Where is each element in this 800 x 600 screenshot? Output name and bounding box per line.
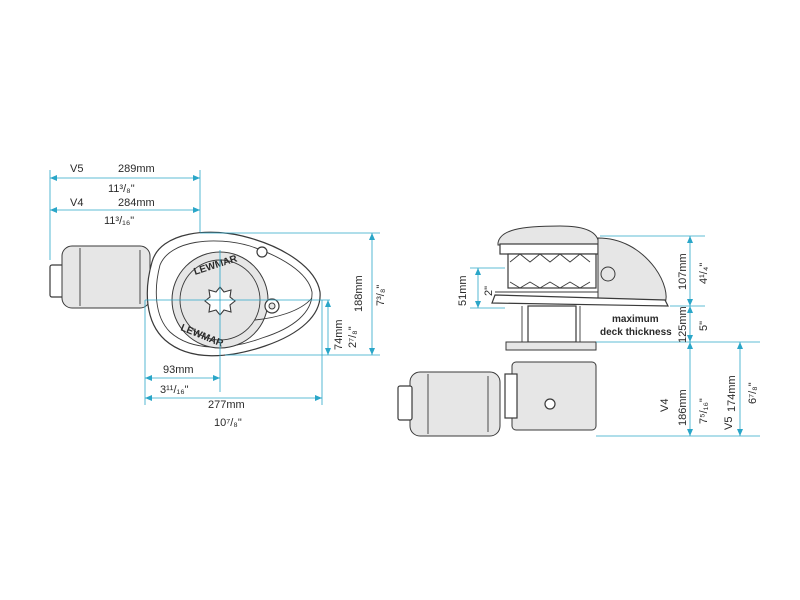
gypsy-teeth xyxy=(509,253,591,289)
center-bottom-imperial: 2⁷/₈" xyxy=(347,326,359,348)
top-view: LEWMAR LEWMAR xyxy=(49,231,321,357)
dim-deck-thickness: 125mm 5" maximum deck thickness xyxy=(596,306,710,343)
top-housing-rim xyxy=(155,240,313,348)
v5-imperial: 11³/₈" xyxy=(108,183,135,195)
dim-v5-width: V5 289mm 11³/₈" xyxy=(49,163,201,260)
dim-overall-length: 277mm 10⁷/₈" xyxy=(145,300,323,429)
side-head xyxy=(499,243,599,255)
deck-thickness-label-1: maximum xyxy=(612,314,659,325)
side-gypsy xyxy=(507,253,597,289)
dim-center-to-left: 93mm 3¹¹/₁₆" xyxy=(144,300,220,405)
drum-height-metric: 51mm xyxy=(457,275,469,306)
v5-below-model: V5 xyxy=(723,417,735,430)
dim-v4-below: V4 186mm 7⁵/₁₆" xyxy=(596,342,710,437)
height-imperial: 7³/₈" xyxy=(375,285,387,306)
v5-model-label: V5 xyxy=(70,163,83,175)
side-stripper-knob xyxy=(600,266,616,282)
deck-thickness-label-2: deck thickness xyxy=(600,327,672,338)
v5-below-imperial: 6⁷/₈" xyxy=(747,382,759,404)
side-base-plate xyxy=(491,294,669,307)
gearbox-flange xyxy=(504,373,518,419)
dim-v4-width: V4 284mm 11³/₁₆" xyxy=(50,197,200,227)
deck-thickness-imperial: 5" xyxy=(698,321,710,331)
pivot-hole-top xyxy=(256,246,268,258)
v4-below-metric: 186mm xyxy=(677,389,689,426)
v4-metric: 284mm xyxy=(118,197,155,209)
chain-pipe-shape xyxy=(254,297,313,321)
above-deck-imperial: 4¹/₄" xyxy=(698,263,710,284)
center-left-imperial: 3¹¹/₁₆" xyxy=(160,384,189,396)
v5-below-metric: 174mm xyxy=(726,375,738,412)
v5-metric: 289mm xyxy=(118,163,155,175)
gearbox-bolt xyxy=(544,398,556,410)
dim-above-deck: 107mm 4¹/₄" xyxy=(600,235,710,307)
side-cover xyxy=(497,225,599,246)
dim-v5-below: V5 174mm 6⁷/₈" xyxy=(705,341,760,437)
center-left-metric: 93mm xyxy=(163,364,194,376)
top-motor xyxy=(49,245,151,309)
deck-thickness-metric: 125mm xyxy=(677,306,689,343)
side-shaft-housing xyxy=(527,305,577,343)
height-metric: 188mm xyxy=(353,275,365,312)
v4-model-label: V4 xyxy=(70,197,83,209)
drum-height-imperial: 2" xyxy=(483,286,495,296)
above-deck-metric: 107mm xyxy=(677,253,689,290)
v4-below-imperial: 7⁵/₁₆" xyxy=(698,398,710,424)
side-view xyxy=(397,225,669,437)
motor-body xyxy=(61,245,151,309)
v4-imperial: 11³/₁₆" xyxy=(104,215,134,227)
v4-below-model: V4 xyxy=(659,399,671,412)
side-gearbox xyxy=(511,361,597,431)
center-bottom-metric: 74mm xyxy=(333,319,345,350)
dim-center-to-bottom: 74mm 2⁷/₈" xyxy=(325,300,359,355)
side-motor-cap xyxy=(397,385,413,421)
stripper-pivot-inner xyxy=(268,302,276,310)
side-motor-body xyxy=(409,371,501,437)
dim-height: 188mm 7³/₈" xyxy=(200,232,387,356)
side-underdeck-plate xyxy=(505,341,597,351)
overall-length-imperial: 10⁷/₈" xyxy=(214,417,242,429)
overall-length-metric: 277mm xyxy=(208,399,245,411)
dim-drum-height: 51mm 2" xyxy=(457,267,505,309)
